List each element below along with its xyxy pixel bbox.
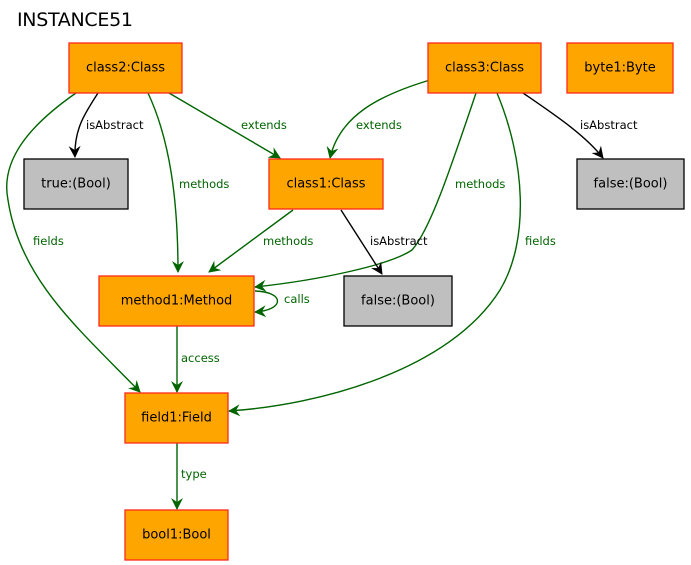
edge-class2-isabstract: isAbstract — [68, 92, 144, 158]
edge-label: fields — [525, 234, 556, 248]
node-bool1[interactable]: bool1:Bool — [124, 509, 229, 561]
edge-label: access — [181, 351, 220, 365]
node-label: field1:Field — [141, 411, 212, 426]
edge-class3-fields: fields — [228, 92, 556, 417]
edge-label: extends — [356, 118, 402, 132]
edge-label: methods — [455, 177, 505, 191]
node-label: class1:Class — [286, 177, 365, 192]
edge-label: isAbstract — [370, 234, 428, 248]
edge-label: methods — [263, 234, 313, 248]
node-label: byte1:Byte — [584, 61, 655, 76]
node-label: bool1:Bool — [142, 528, 211, 543]
diagram-title: INSTANCE51 — [17, 9, 133, 31]
node-method1[interactable]: method1:Method — [98, 275, 255, 327]
node-class2[interactable]: class2:Class — [68, 42, 183, 94]
edge-class2-fields: fields — [6, 92, 141, 393]
node-label: false:(Bool) — [594, 177, 668, 192]
edge-label: extends — [241, 118, 287, 132]
edge-label: isAbstract — [86, 118, 144, 132]
edge-label: type — [181, 467, 207, 481]
node-label: false:(Bool) — [361, 294, 435, 309]
node-class3[interactable]: class3:Class — [427, 42, 542, 94]
edge-label: methods — [179, 177, 229, 191]
edge-label: calls — [284, 292, 310, 306]
node-label: method1:Method — [121, 294, 233, 309]
edge-class3-isabstract: isAbstract — [522, 92, 638, 159]
edge-method1-calls: calls — [254, 290, 310, 318]
node-false-bool-class3[interactable]: false:(Bool) — [576, 158, 685, 210]
node-label: class3:Class — [445, 61, 524, 76]
node-true-bool[interactable]: true:(Bool) — [23, 158, 129, 210]
edge-field1-type: type — [171, 443, 207, 510]
edge-class3-methods: methods — [254, 92, 505, 292]
edge-method1-access: access — [171, 326, 220, 393]
node-false-bool-class1[interactable]: false:(Bool) — [343, 275, 453, 327]
node-label: class2:Class — [86, 61, 165, 76]
edge-class1-isabstract: isAbstract — [340, 209, 428, 275]
node-byte1[interactable]: byte1:Byte — [566, 42, 674, 94]
edge-label: fields — [33, 234, 64, 248]
edge-class2-extends: extends — [168, 92, 287, 159]
edge-class2-methods: methods — [147, 92, 229, 273]
edge-class1-methods: methods — [208, 209, 313, 273]
edge-class3-extends: extends — [326, 79, 431, 159]
node-class1[interactable]: class1:Class — [268, 158, 384, 210]
node-label: true:(Bool) — [41, 177, 111, 192]
edge-label: isAbstract — [580, 118, 638, 132]
node-field1[interactable]: field1:Field — [124, 392, 229, 444]
